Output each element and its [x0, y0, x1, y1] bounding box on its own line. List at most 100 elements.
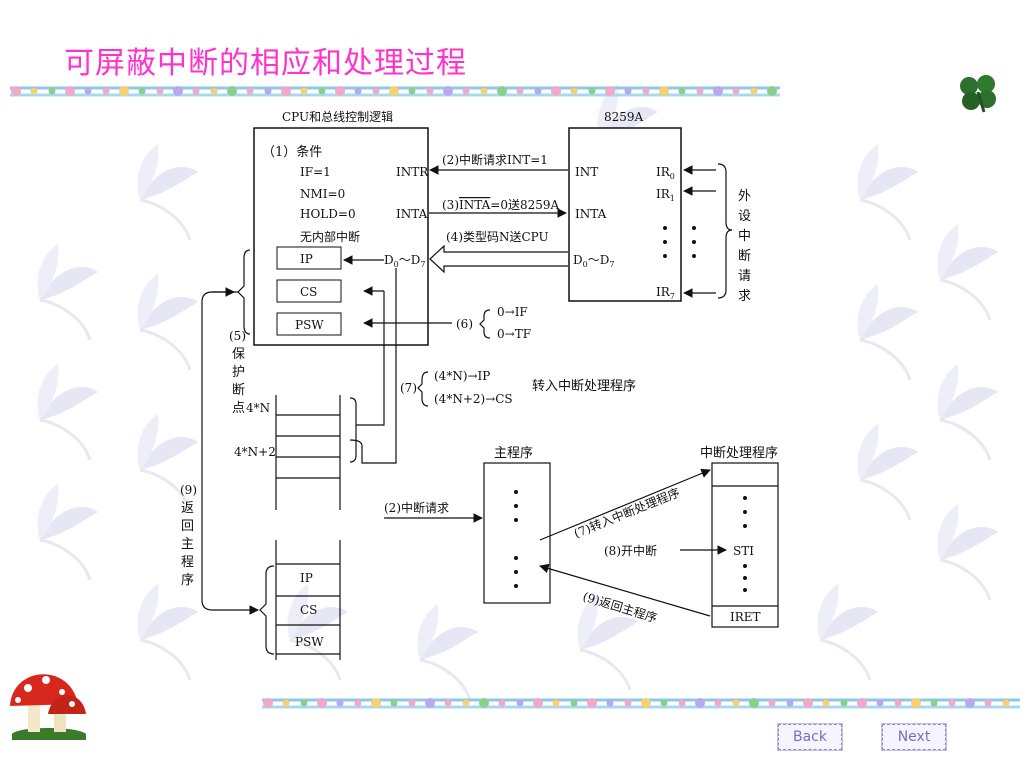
return-label: (9)返回主程序 [581, 589, 659, 626]
pic-ir7: IR7 [656, 285, 675, 301]
border-bead [840, 699, 848, 707]
border-bead [282, 699, 290, 707]
bottom-border-decoration [262, 698, 1020, 709]
border-bead [444, 699, 452, 707]
border-bead [300, 699, 308, 707]
step-7-label: (7) [400, 381, 417, 395]
border-bead [948, 699, 956, 707]
pic-ir1: IR1 [656, 187, 675, 203]
stack-ip: IP [300, 571, 313, 585]
border-bead [11, 86, 21, 96]
pic-box [568, 127, 682, 302]
border-bead [732, 87, 740, 95]
stack-psw: PSW [295, 635, 324, 649]
border-bead [696, 87, 704, 95]
border-bead [570, 699, 578, 707]
step-6-tf: 0→TF [497, 327, 531, 341]
border-bead [516, 699, 524, 707]
border-bead [480, 87, 488, 95]
main-program-label: 主程序 [494, 446, 533, 461]
border-bead [965, 698, 975, 708]
step-6-label: (6) [456, 317, 473, 331]
cpu-label: CPU和总线控制逻辑 [282, 110, 393, 124]
border-bead [678, 699, 686, 707]
svg-text:回: 回 [181, 519, 194, 534]
border-bead [318, 87, 326, 95]
step-2-label: (2)中断请求INT=1 [442, 152, 548, 167]
border-bead [678, 87, 686, 95]
border-bead [660, 699, 668, 707]
border-bead [713, 86, 723, 96]
svg-text:断: 断 [738, 249, 751, 264]
border-bead [768, 699, 776, 707]
back-button[interactable]: Back [777, 723, 843, 751]
pic-ir0: IR0 [656, 165, 675, 181]
border-bead [281, 86, 291, 96]
border-bead [587, 698, 597, 708]
reg-ip [276, 246, 342, 270]
border-bead [984, 699, 992, 707]
border-bead [426, 87, 434, 95]
border-bead [443, 86, 453, 96]
border-bead [498, 699, 506, 707]
border-bead [570, 87, 578, 95]
border-bead [246, 87, 254, 95]
border-bead [930, 699, 938, 707]
next-button[interactable]: Next [881, 723, 947, 751]
border-bead [605, 86, 615, 96]
step-7-ip: (4*N)→IP [434, 369, 490, 383]
border-bead [138, 87, 146, 95]
border-bead [192, 87, 200, 95]
border-bead [264, 87, 272, 95]
reg-cs-label: CS [300, 285, 317, 299]
border-bead [227, 86, 237, 96]
svg-text:求: 求 [738, 289, 751, 304]
svg-text:序: 序 [181, 573, 194, 588]
border-bead [876, 699, 884, 707]
border-bead [408, 699, 416, 707]
svg-text:外: 外 [738, 189, 751, 204]
isr-box [711, 462, 779, 628]
svg-text:断: 断 [232, 383, 245, 398]
border-bead [786, 699, 794, 707]
slide-title: 可屏蔽中断的相应和处理过程 [64, 46, 467, 81]
border-bead [462, 87, 470, 95]
border-bead [84, 87, 92, 95]
border-bead [516, 87, 524, 95]
pic-inta: INTA [575, 207, 607, 221]
clover-icon [960, 75, 996, 113]
svg-text:请: 请 [738, 269, 751, 284]
svg-text:程: 程 [181, 555, 194, 570]
enable-label: (8)开中断 [604, 543, 657, 558]
border-bead [767, 86, 777, 96]
svg-text:护: 护 [232, 365, 245, 380]
border-bead [732, 699, 740, 707]
border-bead [371, 698, 381, 708]
conditions-title: （1）条件 [262, 144, 322, 160]
step-6-if: 0→IF [497, 305, 528, 319]
border-bead [479, 698, 489, 708]
svg-text:返: 返 [181, 501, 194, 516]
border-bead [642, 87, 650, 95]
step-7-cs: (4*N+2)→CS [434, 392, 513, 406]
stack [275, 540, 341, 660]
border-bead [30, 87, 38, 95]
isr-dots [743, 496, 747, 592]
border-bead [624, 87, 632, 95]
border-bead [1002, 699, 1010, 707]
border-bead [822, 699, 830, 707]
border-bead [497, 86, 507, 96]
condition-no-internal: 无内部中断 [300, 229, 360, 244]
addr-4n: 4*N [246, 401, 270, 415]
step-5-num: (5) [229, 329, 246, 343]
border-bead [588, 87, 596, 95]
pin-intr: INTR [396, 165, 429, 179]
border-bead [354, 699, 362, 707]
border-bead [354, 87, 362, 95]
border-bead [317, 698, 327, 708]
reg-ip-label: IP [300, 252, 313, 266]
border-bead [534, 87, 542, 95]
border-bead [533, 698, 543, 708]
border-bead [641, 698, 651, 708]
